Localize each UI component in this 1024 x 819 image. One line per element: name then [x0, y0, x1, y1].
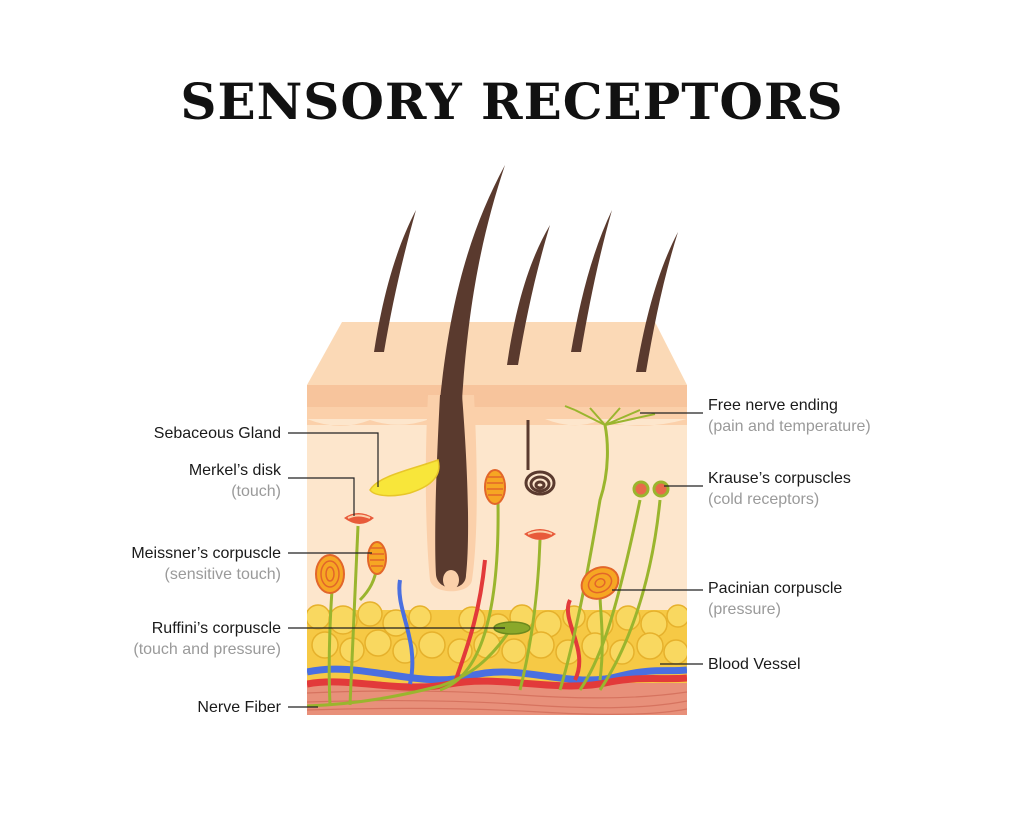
meissners-corpuscle: [367, 541, 387, 575]
meissners-corpuscle: [484, 469, 506, 505]
pacinian-corpuscle: [580, 566, 620, 600]
hair-root: [435, 395, 469, 588]
hair-shaft: [636, 232, 678, 372]
hair-shaft: [374, 210, 416, 352]
sebaceous-gland: [369, 459, 440, 497]
dermal-papillae: [307, 419, 687, 426]
hair-shaft: [571, 210, 612, 352]
hair-shaft-main: [440, 165, 505, 400]
label-free-nerve-ending: Free nerve ending (pain and temperature): [708, 397, 871, 435]
free-nerve-ending: [564, 405, 656, 426]
hair-shaft: [507, 225, 550, 365]
label-krauses-corpuscles: Krause’s corpuscles (cold receptors): [708, 470, 851, 508]
label-ruffinis-corpuscle: Ruffini’s corpuscle (touch and pressure): [133, 620, 281, 658]
leader-lines: [288, 412, 703, 708]
pacinian-corpuscle: [315, 554, 345, 594]
krauses-corpuscle: [632, 480, 650, 498]
sweat-gland: [524, 420, 556, 496]
label-meissners-corpuscle: Meissner’s corpuscle (sensitive touch): [131, 545, 281, 583]
epidermis-basal-layer: [307, 407, 687, 419]
label-nerve-fiber: Nerve Fiber: [197, 699, 281, 716]
skin-surface: [307, 322, 687, 385]
artery: [307, 674, 687, 691]
label-blood-vessel: Blood Vessel: [708, 656, 801, 673]
label-pacinian-corpuscle: Pacinian corpuscle (pressure): [708, 580, 843, 618]
label-merkels-disk: Merkel’s disk (touch): [188, 462, 281, 500]
page-title: SENSORY RECEPTORS: [180, 72, 844, 131]
fat-cells: [307, 601, 687, 665]
vein: [307, 665, 687, 684]
epidermis-layer: [307, 385, 687, 407]
nerve-fibers: [307, 424, 662, 708]
krauses-corpuscle: [652, 480, 670, 498]
label-sebaceous-gland: Sebaceous Gland: [153, 425, 281, 442]
